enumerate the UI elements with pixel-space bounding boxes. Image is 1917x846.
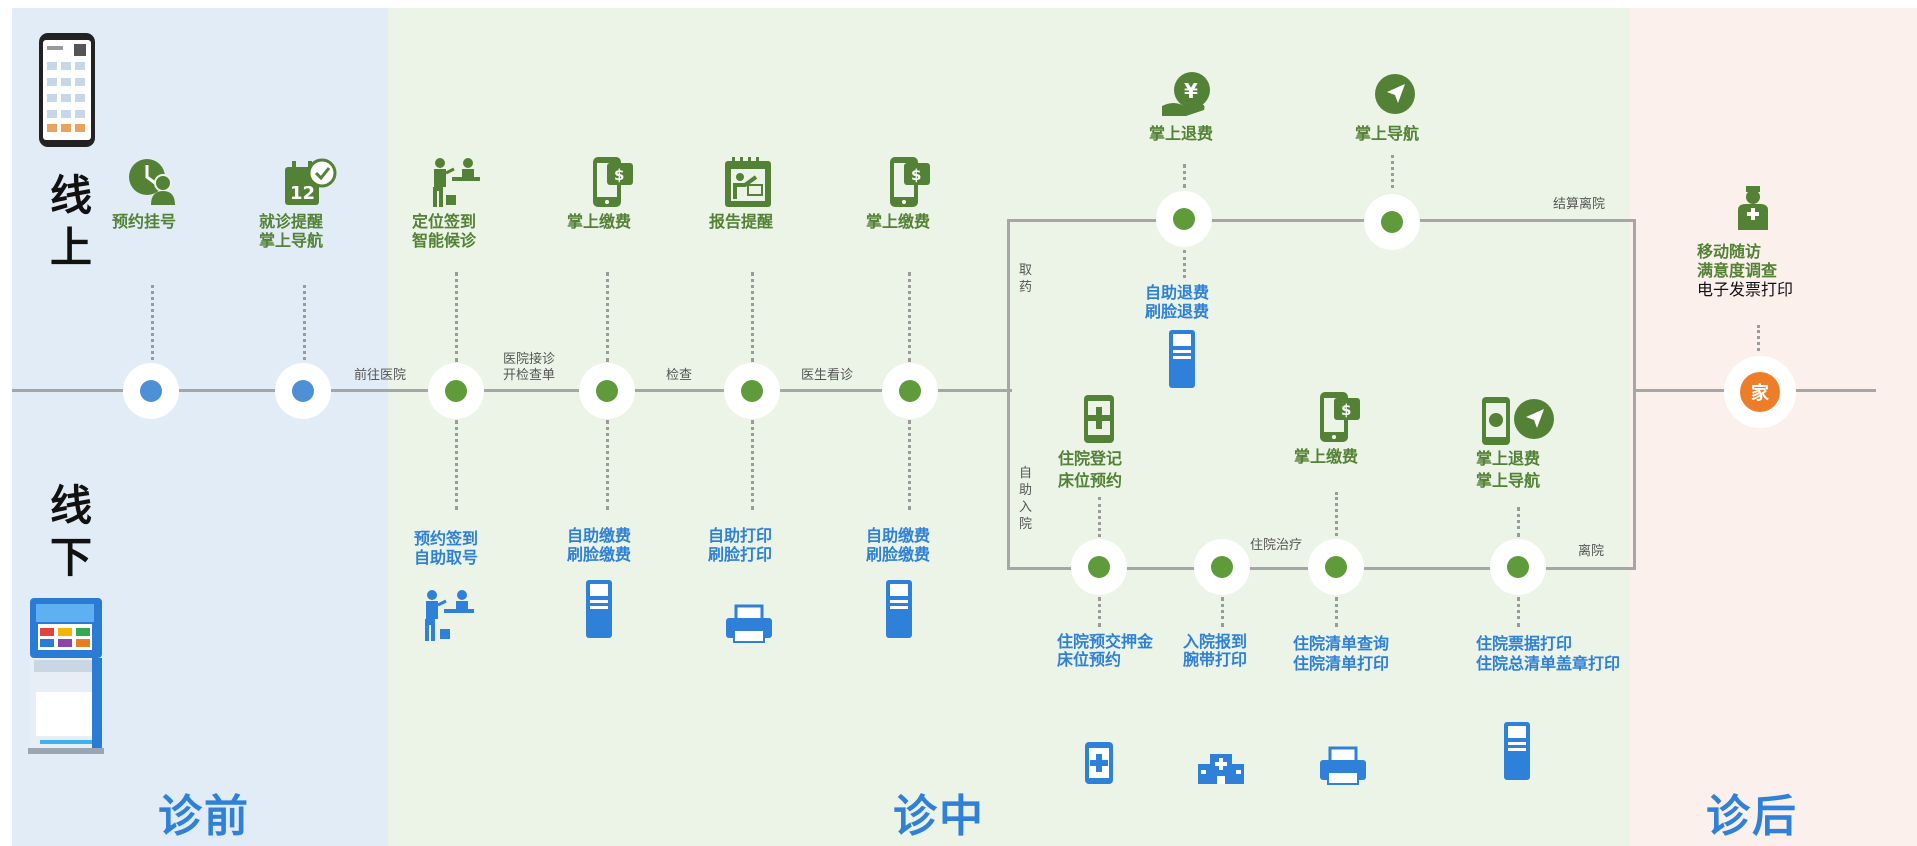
offline-bill-2: 住院清单打印 [1293, 654, 1390, 673]
offline-discharge-2: 住院总清单盖章打印 [1476, 654, 1621, 673]
phase-title-mid: 诊中 [893, 791, 985, 842]
refund-yuan-hand-icon: ¥ [1162, 72, 1210, 116]
self-checkin-desk-icon [425, 590, 474, 641]
refund-navigation-icon [1482, 397, 1554, 445]
mobile-payment-icon-2: $ [890, 157, 930, 207]
branch-right-line [1633, 219, 1636, 570]
offline-pay-2b: 刷脸缴费 [866, 545, 931, 564]
node-checkin [428, 363, 484, 419]
svg-text:$: $ [1341, 401, 1351, 419]
reception-desk-icon [433, 158, 480, 207]
node-inpatient-register [1071, 539, 1127, 595]
hospital-building-icon [1198, 754, 1244, 784]
step-reception-1: 医院接诊 [503, 352, 556, 367]
step-medicine: 取药 [1019, 263, 1033, 295]
node-navigation [1364, 194, 1420, 250]
offline-admission-1: 入院报到 [1183, 632, 1248, 651]
phase-title-pre: 诊前 [158, 791, 250, 842]
post-invoice: 电子发票打印 [1697, 280, 1794, 299]
online-report: 报告提醒 [709, 212, 774, 231]
online-discharge-1: 掌上退费 [1476, 449, 1541, 468]
offline-pay-1a: 自助缴费 [567, 526, 632, 545]
offline-print-1: 自助打印 [708, 526, 773, 545]
offline-bill-1: 住院清单查询 [1293, 634, 1390, 653]
node-reminder [275, 363, 331, 419]
svg-text:¥: ¥ [1184, 79, 1198, 103]
online-checkin-1: 定位签到 [412, 212, 477, 231]
node-admission [1194, 539, 1250, 595]
smartphone-image [39, 33, 95, 147]
online-inpatient-pay: 掌上缴费 [1294, 447, 1359, 466]
step-discharge: 离院 [1578, 544, 1605, 559]
offline-print-2: 刷脸打印 [708, 545, 773, 564]
mobile-payment-icon-3: $ [1320, 392, 1360, 442]
step-doctor: 医生看诊 [801, 368, 854, 383]
svg-text:12: 12 [290, 183, 315, 204]
offline-pay-2a: 自助缴费 [866, 526, 931, 545]
step-go-hospital: 前往医院 [354, 368, 407, 383]
offline-admission-2: 腕带打印 [1183, 650, 1248, 669]
bill-printer-icon [1320, 746, 1366, 785]
offline-pay-1b: 刷脸缴费 [567, 545, 632, 564]
online-inpatient-register-1: 住院登记 [1058, 449, 1123, 468]
step-reception-2: 开检查单 [503, 368, 556, 383]
online-pay-2: 掌上缴费 [866, 212, 931, 231]
printer-icon [726, 604, 772, 643]
discharge-kiosk-icon [1504, 722, 1530, 780]
refund-kiosk-icon [1169, 330, 1195, 388]
navigation-icon [1375, 74, 1415, 114]
branch-left-line [1007, 219, 1010, 570]
calendar-clock-icon: 12 [285, 158, 337, 205]
node-payment-1 [579, 363, 635, 419]
online-checkin-2: 智能候诊 [412, 231, 477, 250]
offline-refund-2: 刷脸退费 [1145, 302, 1210, 321]
offline-deposit-2: 床位预约 [1057, 650, 1122, 669]
phase-title-post: 诊后 [1706, 791, 1798, 842]
post-followup: 移动随访 [1697, 242, 1762, 261]
node-appointment [123, 363, 179, 419]
medicine-path-line [1007, 219, 1636, 222]
online-label: 线上 [50, 171, 93, 272]
main-flow-line [12, 389, 1012, 392]
node-home: 家 [1724, 356, 1796, 428]
step-exam: 检查 [666, 368, 693, 383]
inpatient-phone-icon [1084, 395, 1114, 443]
clock-user-icon [129, 159, 175, 205]
online-pay-1: 掌上缴费 [567, 212, 632, 231]
post-visit-zone [1630, 8, 1917, 846]
deposit-device-icon [1085, 742, 1113, 784]
mobile-payment-icon: $ [593, 157, 633, 207]
step-self-admit: 自助入院 [1019, 466, 1033, 532]
step-treatment: 住院治疗 [1250, 538, 1303, 553]
report-board-icon [725, 157, 771, 207]
online-discharge-2: 掌上导航 [1476, 471, 1541, 490]
svg-text:$: $ [614, 166, 624, 184]
node-report [724, 363, 780, 419]
svg-text:$: $ [911, 166, 921, 184]
offline-discharge-1: 住院票据打印 [1476, 634, 1573, 653]
online-inpatient-register-2: 床位预约 [1058, 471, 1123, 490]
payment-kiosk-icon-2 [886, 580, 912, 638]
node-discharge [1490, 539, 1546, 595]
doctor-followup-icon [1738, 186, 1768, 230]
online-reminder-2: 掌上导航 [259, 231, 324, 250]
online-appointment: 预约挂号 [112, 212, 177, 231]
self-service-kiosk-image [28, 598, 104, 754]
online-refund: 掌上退费 [1149, 124, 1214, 143]
offline-refund-1: 自助退费 [1145, 283, 1210, 302]
offline-label: 线下 [50, 481, 93, 582]
node-payment-2 [882, 363, 938, 419]
offline-checkin-1: 预约签到 [414, 529, 479, 548]
node-inpatient-payment [1308, 539, 1364, 595]
post-survey: 满意度调查 [1697, 261, 1778, 280]
offline-deposit-1: 住院预交押金 [1057, 632, 1154, 651]
offline-checkin-2: 自助取号 [414, 548, 479, 567]
node-refund [1156, 191, 1212, 247]
online-navigation: 掌上导航 [1355, 124, 1420, 143]
step-settle: 结算离院 [1553, 197, 1606, 212]
online-reminder-1: 就诊提醒 [259, 212, 324, 231]
payment-kiosk-icon [586, 580, 612, 638]
